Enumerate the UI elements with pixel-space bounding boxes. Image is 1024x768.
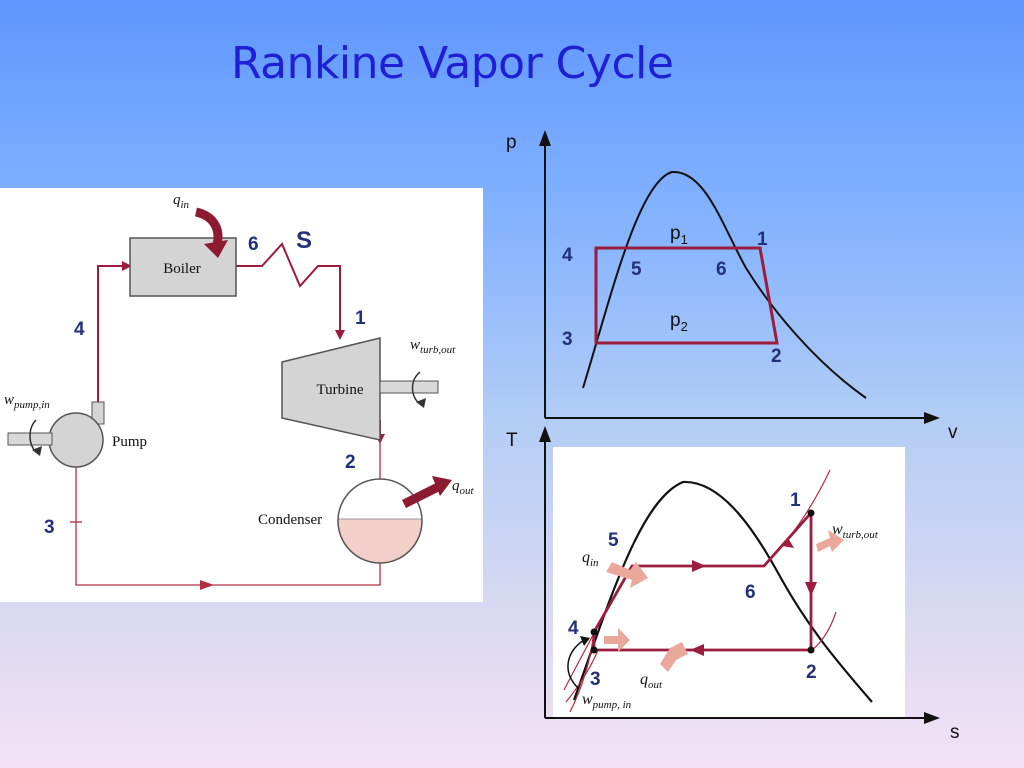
ts-state-4: 4: [568, 618, 579, 639]
condenser-shell: [337, 478, 423, 564]
turbine-rotation-arrowhead: [416, 398, 426, 408]
ts-q-out-symbol: qout: [640, 671, 663, 691]
ts-state-1: 1: [790, 490, 801, 511]
ts-q-out-arrow: [660, 642, 688, 672]
ts-axes: [544, 436, 930, 719]
ts-x-arrowhead: [924, 712, 940, 724]
ts-energy-arrows: [604, 530, 844, 672]
ts-point-4: [590, 628, 598, 636]
schematic-state-6: 6: [248, 234, 259, 255]
schematic-return-line: [70, 442, 381, 590]
turbine-label: Turbine: [317, 382, 364, 398]
pv-state-2: 2: [771, 346, 782, 367]
pv-x-arrowhead: [924, 412, 940, 424]
pipe-condenser-to-pump: [75, 462, 381, 586]
schematic-state-4: 4: [74, 319, 85, 340]
schematic-state-3: 3: [44, 517, 55, 538]
turbine-body: [281, 337, 381, 441]
ts-flow-arrows: [690, 538, 817, 656]
pv-saturation-dome: [582, 170, 867, 399]
schematic-state-2: 2: [345, 452, 356, 473]
pv-y-arrowhead: [539, 130, 551, 146]
ts-w-pump-in-symbol: wpump, in: [582, 691, 632, 711]
ts-pump-work-arrowhead: [580, 636, 590, 646]
q-in-arrowhead: [204, 240, 228, 258]
pv-x-axis-label: v: [948, 422, 958, 443]
ts-pump-energy-arrow: [604, 628, 630, 652]
pump-label: Pump: [112, 434, 147, 450]
ts-w-turb-out-arrow: [816, 530, 844, 552]
pv-state-4: 4: [562, 245, 573, 266]
ts-y-axis-label: T: [506, 430, 518, 451]
pv-p2-label: p2: [670, 310, 688, 334]
pv-cycle-path: [594, 246, 779, 345]
ts-state-2: 2: [806, 662, 817, 683]
ts-state-points: [590, 509, 815, 654]
condenser-label: Condenser: [258, 512, 322, 528]
ts-point-3: [590, 646, 598, 654]
ts-point-2: [807, 646, 815, 654]
q-out-symbol: qout: [452, 478, 475, 497]
ts-w-turb-out-symbol: wturb,out: [832, 521, 879, 541]
pv-y-axis-label: p: [506, 132, 517, 153]
w-turb-out-symbol: wturb,out: [410, 337, 456, 356]
ts-isobar-low: [565, 611, 837, 703]
pv-state-1: 1: [757, 229, 768, 250]
pipe-pump-to-boiler: [97, 261, 132, 402]
pipe-boiler-to-turbine: [236, 242, 345, 340]
ts-flow-arrow-heating: [692, 560, 706, 572]
ts-x-axis-label: s: [950, 722, 960, 743]
ts-flow-arrow-expansion: [805, 582, 817, 596]
schematic-state-1: 1: [355, 308, 366, 329]
w-pump-in-symbol: wpump,in: [4, 392, 50, 411]
ts-point-1: [807, 509, 815, 517]
pv-state-5: 5: [631, 259, 642, 280]
ts-saturation-dome: [572, 480, 873, 703]
pv-state-6: 6: [716, 259, 727, 280]
return-flow-arrow: [200, 580, 214, 590]
ts-q-in-arrow: [606, 562, 648, 588]
ts-cycle-outline: [592, 509, 813, 652]
pv-axes: [544, 140, 930, 419]
ts-y-arrowhead: [539, 426, 551, 442]
ts-pump-work-curve: [567, 639, 585, 689]
ts-q-in-symbol: qin: [582, 549, 599, 569]
ts-cycle-path: [592, 509, 813, 652]
ts-state-5: 5: [608, 530, 619, 551]
q-in-symbol: qin: [173, 192, 190, 211]
ts-flow-arrow-superheat: [782, 538, 794, 548]
pv-state-3: 3: [562, 329, 573, 350]
q-out-arrowhead: [432, 476, 452, 496]
turbine-shaft: [379, 380, 439, 394]
ts-state-3: 3: [590, 669, 601, 690]
ts-flow-arrow-condensing: [690, 644, 704, 656]
boiler-label: Boiler: [163, 261, 201, 277]
pump-rotation-arrowhead: [32, 446, 42, 456]
ts-state-6: 6: [745, 582, 756, 603]
superheater-label: S: [296, 227, 312, 254]
pv-p1-label: p1: [670, 223, 688, 247]
slide-title: Rankine Vapor Cycle: [231, 38, 674, 89]
